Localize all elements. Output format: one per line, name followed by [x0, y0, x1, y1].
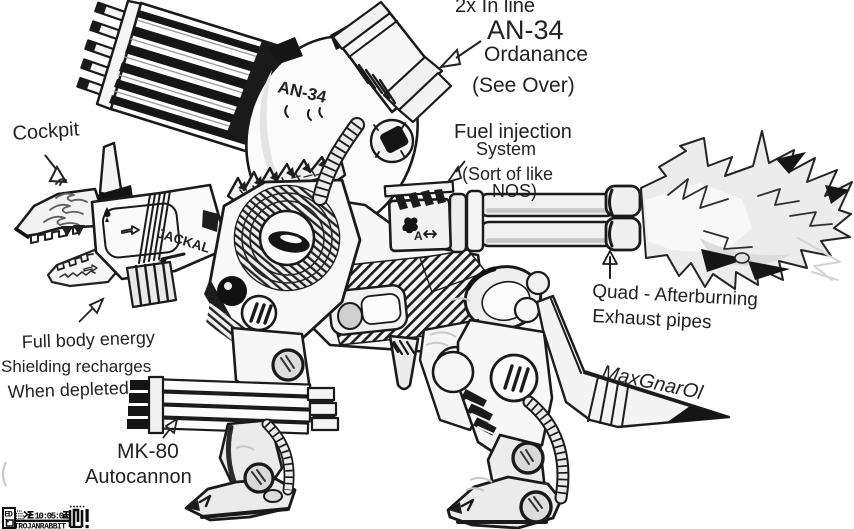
- svg-text:NOS): NOS): [492, 181, 537, 201]
- svg-text:10:05:04: 10:05:04: [35, 512, 69, 522]
- svg-text:ED: ED: [4, 511, 13, 520]
- svg-text:TROJANRABBIT: TROJANRABBIT: [14, 523, 66, 529]
- svg-text:Ordanance: Ordanance: [484, 43, 588, 66]
- svg-text:(Sort of like: (Sort of like: [462, 164, 553, 184]
- svg-text:AN-34: AN-34: [487, 15, 564, 45]
- svg-text:MK-80: MK-80: [117, 440, 179, 463]
- svg-text:2x In line: 2x In line: [455, 0, 535, 17]
- svg-text:Shielding recharges: Shielding recharges: [1, 357, 151, 376]
- svg-text:When depleted: When depleted: [7, 378, 129, 402]
- svg-text:System: System: [476, 139, 536, 159]
- svg-text:Full body energy: Full body energy: [21, 327, 155, 352]
- svg-text:Cockpit: Cockpit: [12, 118, 81, 145]
- svg-text:(See Over): (See Over): [472, 74, 575, 97]
- svg-text:Fuel injection: Fuel injection: [454, 121, 572, 143]
- svg-text:A: A: [414, 229, 423, 243]
- svg-text:Autocannon: Autocannon: [85, 466, 192, 488]
